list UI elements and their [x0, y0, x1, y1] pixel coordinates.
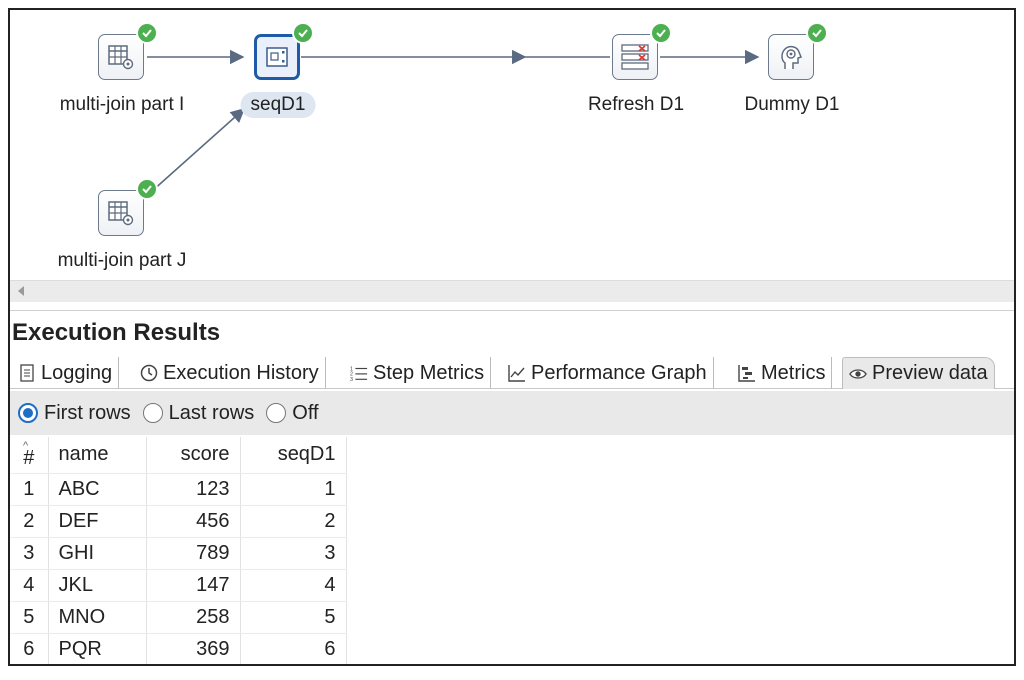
step-box[interactable]: [98, 190, 144, 236]
hop-links: [141, 49, 760, 201]
clock-icon: [140, 364, 158, 382]
step-label: multi-join part I: [59, 94, 185, 115]
radio-button-selected[interactable]: [18, 403, 38, 423]
table-row[interactable]: 5 MNO 258 5: [10, 601, 347, 634]
cell-seqd1[interactable]: 5: [240, 601, 347, 634]
table-row[interactable]: 2 DEF 456 2: [10, 505, 347, 538]
cell-name[interactable]: PQR: [48, 633, 147, 664]
eye-icon: [849, 365, 867, 383]
line-chart-icon: [508, 364, 526, 382]
cell-seqd1[interactable]: 3: [240, 537, 347, 570]
main-window: multi-join part I seqD1: [8, 8, 1016, 666]
head-gear-icon: [781, 45, 802, 69]
radio-button[interactable]: [266, 403, 287, 423]
svg-text:1: 1: [350, 366, 353, 372]
sort-caret-icon: ^: [23, 440, 29, 452]
canvas-horizontal-scrollbar[interactable]: [10, 280, 1014, 302]
row-index: 3: [10, 537, 49, 570]
tab-performance-graph[interactable]: Performance Graph: [502, 357, 714, 389]
tab-label: Preview data: [872, 362, 988, 384]
radio-label: Off: [292, 401, 319, 424]
hop-j-to-seq[interactable]: [141, 108, 246, 201]
cell-seqd1[interactable]: 2: [240, 505, 347, 538]
step-box[interactable]: [612, 34, 658, 80]
svg-text:3: 3: [350, 377, 353, 382]
step-label: Dummy D1: [744, 94, 840, 115]
table-gear-icon: [108, 45, 134, 70]
table-row[interactable]: 3 GHI 789 3: [10, 537, 347, 570]
row-index: 6: [10, 633, 49, 664]
tab-logging[interactable]: Logging: [12, 357, 120, 389]
cell-score[interactable]: 456: [146, 505, 241, 538]
scroll-left-arrow-icon[interactable]: [18, 286, 24, 296]
column-header-index[interactable]: ^ #: [10, 437, 49, 474]
column-header-name[interactable]: name: [48, 437, 147, 474]
cell-name[interactable]: JKL: [48, 569, 147, 602]
tab-preview-data[interactable]: Preview data: [842, 357, 995, 389]
tab-execution-history[interactable]: Execution History: [134, 357, 326, 389]
document-icon: [18, 364, 36, 382]
tab-label: Performance Graph: [531, 361, 707, 384]
step-box[interactable]: [98, 34, 144, 80]
table-row[interactable]: 4 JKL 147 4: [10, 569, 347, 602]
cell-score[interactable]: 147: [146, 569, 241, 602]
cell-score[interactable]: 123: [146, 473, 241, 506]
cell-seqd1[interactable]: 4: [240, 569, 347, 602]
tab-label: Logging: [41, 361, 113, 384]
table-header-row: ^ # name score seqD1: [10, 437, 347, 474]
cell-name[interactable]: DEF: [48, 505, 147, 538]
step-box[interactable]: [768, 34, 814, 80]
cell-score[interactable]: 258: [146, 601, 241, 634]
success-check-icon: [292, 22, 314, 44]
transformation-canvas[interactable]: multi-join part I seqD1: [10, 10, 1014, 280]
success-check-icon: [136, 22, 158, 44]
cell-seqd1[interactable]: 1: [240, 473, 347, 506]
row-index: 2: [10, 505, 49, 538]
cell-name[interactable]: MNO: [48, 601, 147, 634]
row-index: 5: [10, 601, 49, 634]
radio-last-rows[interactable]: Last rows: [142, 401, 255, 425]
tab-label: Step Metrics: [373, 361, 485, 384]
tab-metrics[interactable]: Metrics: [732, 357, 833, 389]
svg-text:2: 2: [350, 372, 353, 378]
table-gear-icon: [108, 201, 134, 226]
cell-score[interactable]: 789: [146, 537, 241, 570]
row-index: 4: [10, 569, 49, 602]
tab-label: Metrics: [761, 361, 826, 384]
gantt-icon: [738, 364, 756, 382]
success-check-icon: [806, 22, 828, 44]
radio-button[interactable]: [142, 403, 163, 423]
cell-score[interactable]: 369: [146, 633, 241, 664]
table-row[interactable]: 6 PQR 369 6: [10, 633, 347, 664]
sequence-icon: [266, 47, 288, 67]
row-index: 1: [10, 473, 49, 506]
success-check-icon: [650, 22, 672, 44]
cell-name[interactable]: ABC: [48, 473, 147, 506]
execution-results-panel: Execution Results Logging Execution Hist…: [10, 310, 1014, 664]
column-header-score[interactable]: score: [146, 437, 241, 474]
radio-off[interactable]: Off: [266, 401, 319, 425]
cell-name[interactable]: GHI: [48, 537, 147, 570]
step-label: seqD1: [240, 92, 316, 118]
radio-first-rows[interactable]: First rows: [18, 402, 131, 425]
delete-rows-icon: [621, 44, 649, 70]
preview-data-table: ^ # name score seqD1 1 ABC 123 1 2 DE: [10, 437, 347, 664]
preview-options-bar: First rows Last rows Off: [10, 391, 1014, 435]
step-label: Refresh D1: [587, 94, 685, 115]
step-box[interactable]: [254, 34, 300, 80]
radio-label: First rows: [44, 401, 131, 424]
success-check-icon: [136, 178, 158, 200]
column-header-seqd1[interactable]: seqD1: [240, 437, 347, 474]
cell-seqd1[interactable]: 6: [240, 633, 347, 664]
tab-label: Execution History: [163, 361, 319, 384]
table-row[interactable]: 1 ABC 123 1: [10, 473, 347, 506]
step-label: multi-join part J: [57, 250, 187, 271]
radio-label: Last rows: [168, 401, 255, 424]
panel-title: Execution Results: [12, 319, 221, 346]
